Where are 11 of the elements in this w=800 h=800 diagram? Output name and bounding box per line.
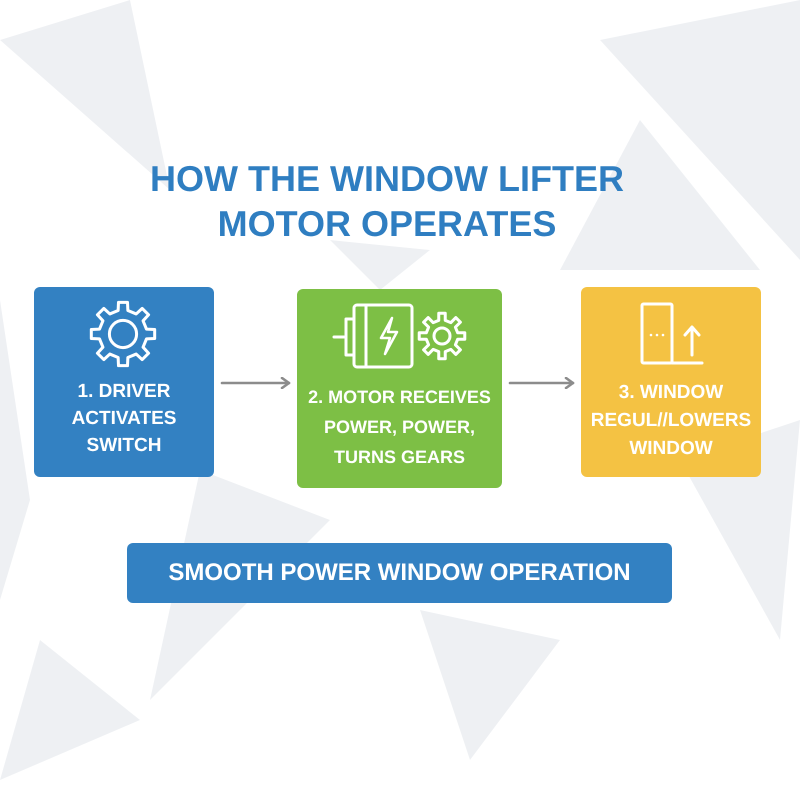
step-box: [34, 287, 214, 477]
step-label: 1. DRIVER ACTIVATES SWITCH: [70, 380, 178, 458]
step-label: 3. WINDOW REGUL//LOWERS WINDOW: [590, 381, 752, 461]
diagram-title: HOW THE WINDOW LIFTER MOTOR OPERATES: [149, 157, 625, 246]
summary-banner: [127, 543, 672, 603]
step-label: 2. MOTOR RECEIVES POWER, POWER, TURNS GEARS: [307, 386, 492, 469]
banner-label: SMOOTH POWER WINDOW OPERATION: [168, 558, 631, 588]
step-box: [297, 289, 502, 488]
arrow: [220, 376, 290, 390]
step-box: [581, 287, 761, 477]
arrow: [508, 376, 574, 390]
